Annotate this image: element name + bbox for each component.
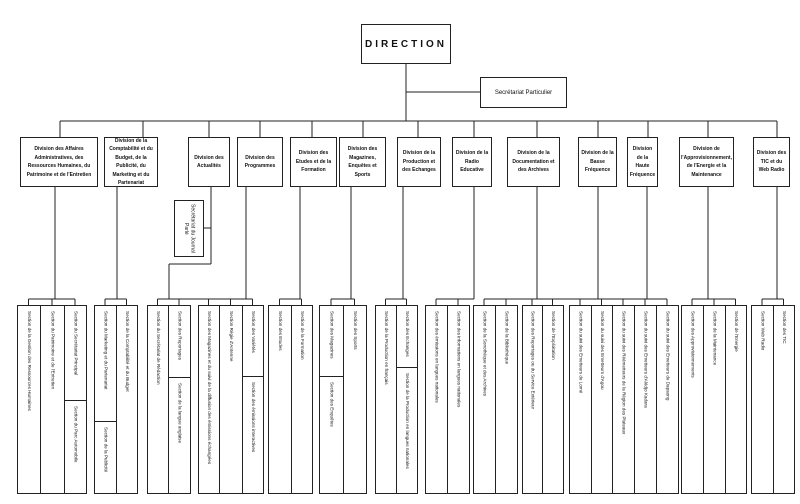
division-box: Division de l'Approvisionnement, de l'En… (679, 137, 734, 187)
section-box: Section de la Maintenance (712, 311, 718, 366)
section-box: Section des Approvisionnements (690, 311, 696, 378)
section-column: Section des émissions en langues nationa… (425, 305, 448, 494)
division-box: Division de la Haute Fréquence (627, 137, 658, 187)
section-box: Section Web Radio (760, 311, 766, 351)
section-box: Section de la Formation (299, 311, 305, 360)
section-box: Section de la Publicité (103, 427, 109, 473)
section-box: Section du suivi des Emetteurs de Lomé (578, 311, 584, 394)
secretariat-journal-parle-box: Secrétariat du Journal Parlé (174, 200, 204, 257)
section-box: Section du Parc Automobile (73, 406, 79, 463)
section-column: Section de l'Exploitation (542, 305, 564, 494)
direction-box: DIRECTION (361, 24, 451, 64)
division-box: Division des TIC et du Web Radio (753, 137, 790, 187)
division-box: Division de la Comptabilité et du Budget… (104, 137, 158, 187)
section-column: Section du suivi des Réémetteurs de la R… (612, 305, 635, 494)
division-box: Division des Magazines, Enquêtes et Spor… (339, 137, 386, 187)
section-column: Section du suivi des Emetteurs de Lomé (569, 305, 592, 494)
section-column: Section de la Production en français (375, 305, 397, 494)
section-box: Section des Reportages ou du Service Ext… (530, 311, 536, 410)
section-column: Section des Approvisionnements (681, 305, 704, 494)
section-column: Section de la Formation (291, 305, 313, 494)
section-column: Section de la Gestion des Ressources Hum… (17, 305, 41, 494)
section-box: Section des informations en langues nati… (456, 311, 462, 408)
section-box: Section des Variétés (243, 306, 263, 377)
division-box: Division de la Basse Fréquence (578, 137, 617, 187)
section-box: Section de la Production en langues nati… (404, 373, 410, 469)
section-box: Section du Secrétariat Principal (65, 306, 86, 401)
section-box: Section de l'Exploitation (550, 311, 556, 360)
division-box: Division des Actualités (188, 137, 230, 187)
section-box: Section des TIC (781, 311, 787, 344)
division-box: Division des Affaires Administratives, d… (20, 137, 98, 187)
section-column: Section du suivi des Emetteurs d'Agou (591, 305, 613, 494)
section-box: Section de la Gestion des Ressources Hum… (26, 311, 32, 411)
section-box: Section de la Sonothèque et des Archives (482, 311, 488, 397)
section-box: Section de la Production en français (383, 311, 389, 385)
section-box: Section des émissions en langues nationa… (434, 311, 440, 403)
section-column: Section des Etudes (268, 305, 292, 494)
section-column: Section Régie d'Antenne (219, 305, 243, 494)
section-box: Section du Patrimoine et de l'Entretien (50, 311, 56, 389)
section-box: Section des émissions interactives (250, 382, 256, 453)
section-box: Section de la Comptabilité et du Budget (124, 311, 130, 392)
division-box: Division des Programmes (237, 137, 283, 187)
section-column: Section du suivi des Emetteurs de Dapaon… (656, 305, 679, 494)
section-box: Section des Reportages (169, 306, 190, 378)
section-box: Section des Echanges (397, 306, 417, 368)
section-box: Section du Secrétariat de Rédaction (155, 311, 161, 385)
section-column: Section du suivi des Emetteurs d'Alédjo … (634, 305, 657, 494)
section-box: Section du suivi des Emetteurs d'Agou (599, 311, 605, 390)
section-column: Section Web Radio (751, 305, 774, 494)
section-box: Section des Enquêtes (329, 382, 335, 427)
section-column: Section des TIC (773, 305, 795, 494)
section-column: Section des Magazines et du suivi de la … (198, 305, 220, 494)
secretariat-particulier-box: Secrétariat Particulier (480, 77, 567, 108)
section-column: Section de la Comptabilité et du Budget (116, 305, 138, 494)
section-column: Section de la Sonothèque et des Archives (473, 305, 496, 494)
section-box: Section du suivi des Réémetteurs de la R… (621, 311, 627, 435)
section-box: Section de l'Energie (733, 311, 739, 352)
section-box: Section des Sports (352, 311, 358, 350)
section-box: Section du Marketing et du Partenariat (95, 306, 116, 422)
section-column: Section de l'Energie (725, 305, 747, 494)
division-box: Division des Etudes et de la Formation (290, 137, 337, 187)
section-box: Section du suivi des Emetteurs de Dapaon… (665, 311, 671, 401)
section-column: Section de la Bibliothèque (495, 305, 518, 494)
section-column: Section du Secrétariat de Rédaction (147, 305, 169, 494)
division-box: Division de la Production et des Echange… (397, 137, 441, 187)
division-box: Division de la Documentation et des Arch… (507, 137, 560, 187)
section-column: Section des Reportages ou du Service Ext… (522, 305, 543, 494)
section-box: Section des Etudes (277, 311, 283, 351)
section-column: Section du Patrimoine et de l'Entretien (40, 305, 65, 494)
division-box: Division de la Radio Educative (452, 137, 492, 187)
section-box: Section de la Bibliothèque (504, 311, 510, 365)
section-box: Section des Magazines (320, 306, 343, 377)
section-box: Section Régie d'Antenne (228, 311, 234, 362)
section-box: Section du suivi des Emetteurs d'Alédjo … (643, 311, 649, 408)
section-column: Section des Sports (343, 305, 367, 494)
section-box: Section des Magazines et du suivi de la … (206, 311, 212, 465)
section-box: Section de la langue anglaise (177, 383, 183, 444)
section-column: Section des informations en langues nati… (447, 305, 470, 494)
section-column: Section de la Maintenance (703, 305, 726, 494)
